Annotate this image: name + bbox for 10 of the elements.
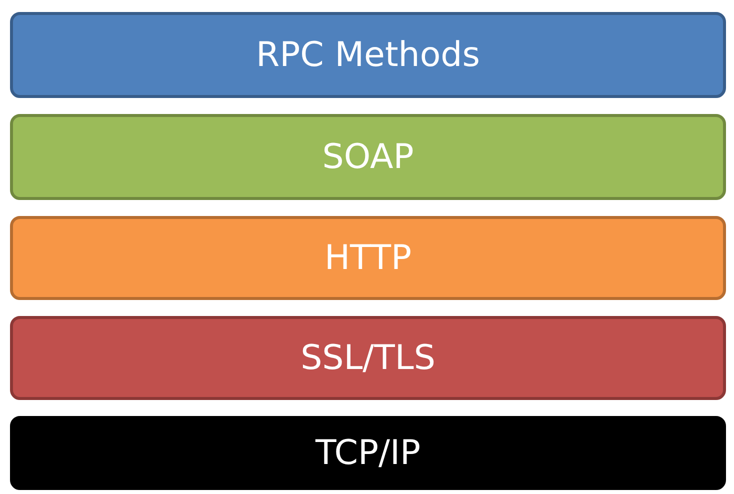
layer-label: SSL/TLS	[300, 338, 436, 378]
layer-label: HTTP	[324, 238, 412, 278]
layer-label: TCP/IP	[315, 433, 420, 473]
protocol-layer	[10, 114, 726, 200]
protocol-layer	[10, 12, 726, 98]
protocol-layer	[10, 416, 726, 490]
layer-label: RPC Methods	[256, 35, 480, 75]
protocol-layer	[10, 316, 726, 400]
layer-label: SOAP	[322, 137, 414, 177]
protocol-layer	[10, 216, 726, 300]
